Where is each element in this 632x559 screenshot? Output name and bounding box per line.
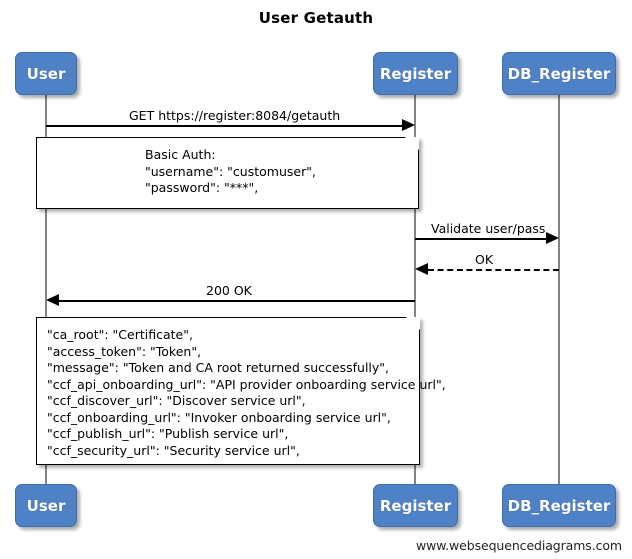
message-label-validate-user-pass: Validate user/pass [431, 221, 546, 236]
participant-db-register-top-label: DB_Register [507, 64, 611, 83]
note-line: "message": "Token and CA root returned s… [47, 360, 390, 375]
participant-user-bottom[interactable]: User [15, 484, 77, 527]
page-title: User Getauth [258, 9, 374, 27]
basic-auth-note: Basic Auth: "username": "customuser", "p… [36, 137, 419, 209]
participant-register-top-label: Register [379, 64, 452, 83]
message-line-get-getauth [46, 125, 402, 127]
lifeline-db-register [558, 95, 560, 485]
note-line: "ca_root": "Certificate", [47, 327, 193, 342]
note-line: "access_token": "Token", [47, 343, 202, 359]
participant-db-register-bottom-label: DB_Register [507, 496, 611, 515]
note-line: "password": "***", [145, 180, 259, 195]
note-line: "ccf_publish_url": "Publish service url"… [47, 426, 289, 441]
participant-db-register-bottom[interactable]: DB_Register [502, 484, 616, 527]
note-line: Basic Auth: [145, 147, 216, 162]
message-line-ok [428, 269, 559, 271]
arrowhead-left-200-ok [46, 294, 59, 306]
note-line: "ccf_onboarding_url": "Invoker onboardin… [47, 409, 391, 425]
participant-user-bottom-label: User [26, 496, 66, 515]
message-label-ok: OK [475, 252, 494, 267]
note-line: "ccf_discover_url": "Discover service ur… [47, 393, 306, 408]
basic-auth-note-body: Basic Auth: "username": "customuser", "p… [37, 138, 418, 205]
arrowhead-right-validate-user-pass [546, 232, 559, 244]
response-payload-note: "ca_root": "Certificate", "access_token"… [36, 317, 446, 467]
response-payload-note-body: "ca_root": "Certificate", "access_token"… [37, 318, 446, 467]
footer-credit: www.websequencediagrams.com [415, 538, 622, 553]
participant-register-top[interactable]: Register [373, 52, 458, 95]
lifeline-user [45, 95, 47, 485]
note-line: "username": "customuser", [145, 163, 316, 179]
participant-register-bottom-label: Register [379, 496, 452, 515]
arrowhead-left-ok [415, 263, 428, 275]
message-label-get-getauth: GET https://register:8084/getauth [129, 108, 341, 123]
arrowhead-right-get-getauth [402, 119, 415, 131]
participant-user-top[interactable]: User [15, 52, 77, 95]
participant-db-register-top[interactable]: DB_Register [502, 52, 616, 95]
message-label-200-ok: 200 OK [206, 283, 252, 298]
note-line: "ccf_security_url": "Security service ur… [47, 442, 300, 458]
message-line-200-ok [59, 300, 415, 302]
message-line-validate-user-pass [415, 238, 546, 240]
participant-register-bottom[interactable]: Register [373, 484, 458, 527]
note-line: "ccf_api_onboarding_url": "API provider … [47, 376, 446, 392]
lifeline-register [414, 95, 416, 485]
participant-user-top-label: User [26, 64, 66, 83]
